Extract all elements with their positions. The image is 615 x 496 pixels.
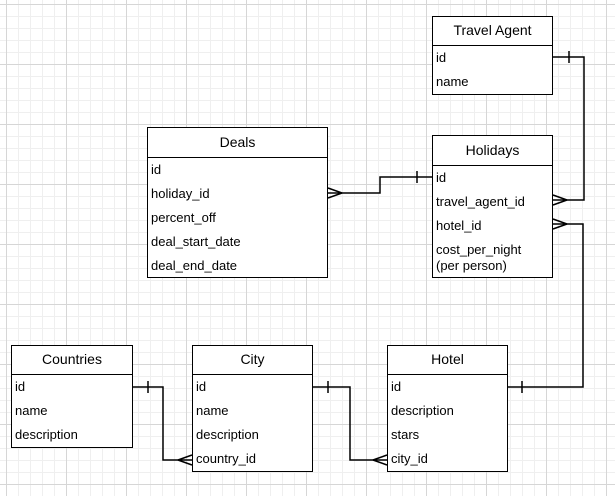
entity-title: Travel Agent xyxy=(433,17,552,46)
field-city-id: city_id xyxy=(391,451,428,466)
entity-countries[interactable]: Countries id name description xyxy=(11,345,133,448)
many-marker xyxy=(552,218,568,230)
field-id: id xyxy=(436,170,447,185)
field-stars: stars xyxy=(391,427,420,442)
link-countries-city[interactable] xyxy=(133,381,193,466)
entity-title: City xyxy=(193,346,312,375)
field-description: description xyxy=(196,427,259,442)
link-city-hotel[interactable] xyxy=(313,381,388,466)
field-description: description xyxy=(15,427,78,442)
entity-title: Holidays xyxy=(433,136,552,166)
field-deal-start-date: deal_start_date xyxy=(151,234,241,249)
field-description: description xyxy=(391,403,454,418)
many-marker xyxy=(327,187,343,199)
entity-hotel[interactable]: Hotel id description stars city_id xyxy=(387,345,508,472)
entity-title: Countries xyxy=(12,346,132,375)
field-hotel-id: hotel_id xyxy=(436,218,482,233)
field-id: id xyxy=(151,162,162,177)
field-holiday-id: holiday_id xyxy=(151,186,210,201)
field-country-id: country_id xyxy=(196,451,256,466)
field-id: id xyxy=(391,379,402,394)
link-holidays-deals[interactable] xyxy=(327,171,432,199)
entity-deals[interactable]: Deals id holiday_id percent_off deal_sta… xyxy=(147,127,328,278)
entity-travel-agent[interactable]: Travel Agent id name xyxy=(432,16,553,95)
entity-holidays[interactable]: Holidays id travel_agent_id hotel_id cos… xyxy=(432,135,553,278)
entity-title: Deals xyxy=(148,128,327,158)
field-id: id xyxy=(436,50,447,65)
field-name: name xyxy=(15,403,48,418)
field-id: id xyxy=(196,379,207,394)
field-deal-end-date: deal_end_date xyxy=(151,258,238,273)
entity-title: Hotel xyxy=(388,346,507,375)
field-travel-agent-id: travel_agent_id xyxy=(436,194,525,209)
many-marker xyxy=(552,194,568,206)
field-percent-off: percent_off xyxy=(151,210,216,225)
field-id: id xyxy=(15,379,26,394)
link-travel-agent-holidays[interactable] xyxy=(552,51,585,206)
field-cost-per-night: cost_per_night (per person) xyxy=(436,242,522,273)
field-name: name xyxy=(196,403,229,418)
field-name: name xyxy=(436,74,469,89)
many-marker xyxy=(372,454,388,466)
entity-city[interactable]: City id name description country_id xyxy=(192,345,313,472)
many-marker xyxy=(177,454,193,466)
